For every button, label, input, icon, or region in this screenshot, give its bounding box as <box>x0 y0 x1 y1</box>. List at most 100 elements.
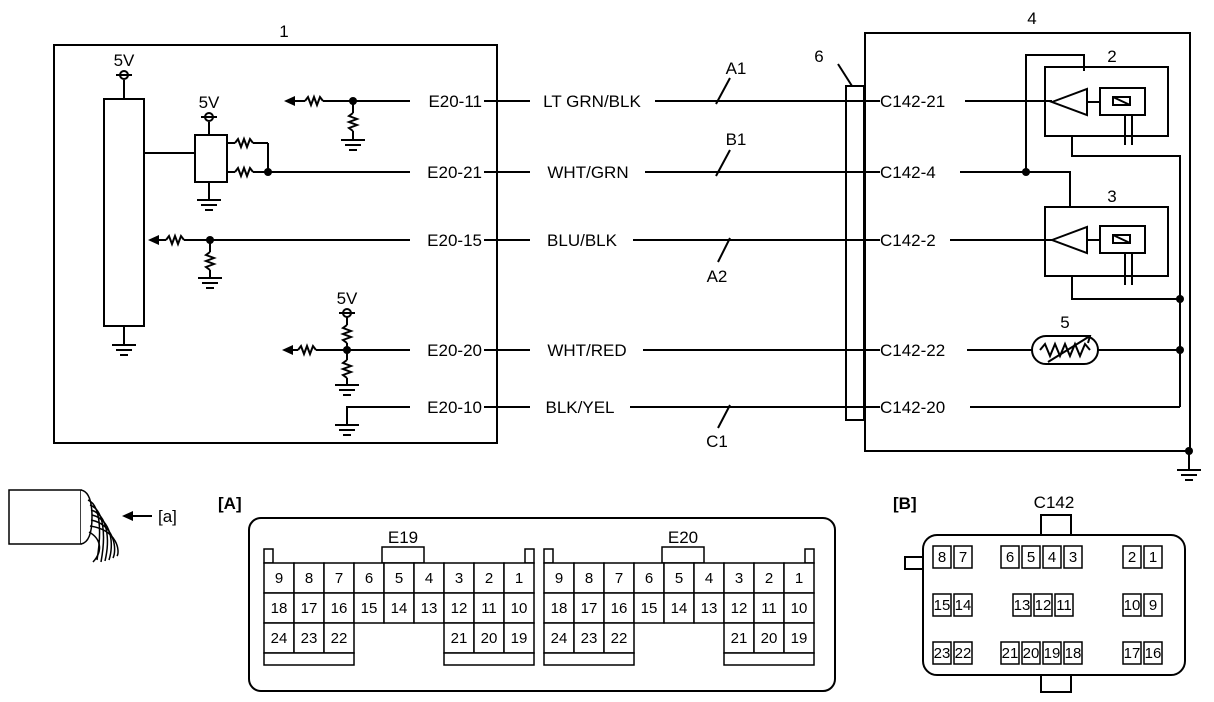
pin-number: 9 <box>1149 597 1157 614</box>
pin-cell: 2 <box>1122 545 1142 569</box>
pin-cell: 1 <box>783 562 815 594</box>
pin-number: 5 <box>395 570 403 587</box>
pin-cell: 20 <box>1021 641 1041 665</box>
pin-number: 9 <box>275 570 283 587</box>
pin-number: 21 <box>451 630 468 647</box>
callout-module: 4 <box>1027 9 1036 28</box>
pin-cell: 17 <box>573 592 605 624</box>
callout-sensor-lower: 3 <box>1107 187 1116 206</box>
pin-cell: 6 <box>633 562 665 594</box>
pin-number: 3 <box>455 570 463 587</box>
pin-cell: 4 <box>413 562 445 594</box>
pin-cell: 10 <box>783 592 815 624</box>
pin-number: 6 <box>365 570 373 587</box>
view-a-label: [A] <box>218 494 242 513</box>
pin-cell: 1 <box>1143 545 1163 569</box>
wire-color-label: WHT/RED <box>547 341 626 360</box>
pin-cell: 15 <box>353 592 385 624</box>
module-pin-label: C142-22 <box>880 341 945 360</box>
pin-cell: 21 <box>1000 641 1020 665</box>
pin-number: 6 <box>645 570 653 587</box>
pin-cell: 23 <box>293 622 325 654</box>
pin-number: 4 <box>1048 549 1056 566</box>
pin-cell: 7 <box>953 545 973 569</box>
pin-cell: 14 <box>953 593 973 617</box>
callout-ecm: 1 <box>279 22 288 41</box>
pin-cell: 17 <box>1122 641 1142 665</box>
junction-dot <box>343 346 351 354</box>
pin-number: 11 <box>481 600 497 617</box>
pin-number: 7 <box>959 549 967 566</box>
pin-number: 20 <box>1023 645 1040 662</box>
pin-cell: 2 <box>753 562 785 594</box>
amplifier-icon <box>1049 87 1088 117</box>
pin-cell: 3 <box>1063 545 1083 569</box>
pin-number: 5 <box>1027 549 1035 566</box>
pin-number: 12 <box>731 600 748 617</box>
wire-color-label: LT GRN/BLK <box>543 92 641 111</box>
pin-number: 13 <box>701 600 718 617</box>
callout-connector: 6 <box>814 47 823 66</box>
pin-cell: 11 <box>473 592 505 624</box>
pin-cell: 3 <box>723 562 755 594</box>
view-b-housing <box>922 534 1186 676</box>
pin-cell: 18 <box>1063 641 1083 665</box>
resistor-icon <box>297 343 317 357</box>
ecm-pin-label: E20-20 <box>427 341 482 360</box>
pin-cell: 19 <box>783 622 815 654</box>
pin-number: 2 <box>765 570 773 587</box>
pin-cell: 5 <box>1021 545 1041 569</box>
resistor-icon <box>234 165 254 179</box>
pin-number: 13 <box>421 600 438 617</box>
ecm-ic <box>103 98 145 327</box>
pin-number: 6 <box>1006 549 1014 566</box>
pin-cell: 16 <box>323 592 355 624</box>
junction-dot <box>349 97 357 105</box>
arrow-left-icon <box>282 345 293 355</box>
module-pin-label: C142-2 <box>880 231 936 250</box>
pin-number: 23 <box>581 630 598 647</box>
pin-number: 8 <box>305 570 313 587</box>
pin-number: 21 <box>731 630 748 647</box>
junction-dot <box>1022 168 1030 176</box>
pin-number: 23 <box>301 630 318 647</box>
view-b-label: [B] <box>893 494 917 513</box>
pin-cell: 3 <box>443 562 475 594</box>
pin-cell: 13 <box>1012 593 1032 617</box>
pin-number: 14 <box>955 597 972 614</box>
pin-number: 15 <box>934 597 951 614</box>
pin-cell: 5 <box>663 562 695 594</box>
ecm-sub-ic <box>194 134 228 183</box>
wire-color-label: BLK/YEL <box>546 398 615 417</box>
pin-number: 24 <box>271 630 288 647</box>
pin-number: 22 <box>331 630 348 647</box>
pin-number: 1 <box>795 570 803 587</box>
pin-cell: 22 <box>323 622 355 654</box>
pin-number: 22 <box>611 630 628 647</box>
wire-tag: B1 <box>726 130 747 149</box>
pin-number: 20 <box>481 630 498 647</box>
junction-dot <box>1176 346 1184 354</box>
voltage-label: 5V <box>337 289 358 308</box>
pin-number: 23 <box>934 645 951 662</box>
pin-cell: 13 <box>693 592 725 624</box>
pin-number: 19 <box>791 630 808 647</box>
amplifier-icon <box>1049 225 1088 255</box>
pin-number: 11 <box>1056 597 1072 614</box>
pin-cell: 18 <box>263 592 295 624</box>
resistor-icon <box>340 359 354 379</box>
sensor-2-box <box>1044 66 1169 137</box>
pin-number: 16 <box>331 600 348 617</box>
pin-cell: 15 <box>932 593 952 617</box>
junction-dot <box>264 168 272 176</box>
view-a-housing <box>248 517 836 692</box>
pin-number: 8 <box>585 570 593 587</box>
pin-cell: 19 <box>1042 641 1062 665</box>
arrow-left-icon <box>284 96 295 106</box>
pin-number: 21 <box>1002 645 1019 662</box>
pin-cell: 12 <box>443 592 475 624</box>
